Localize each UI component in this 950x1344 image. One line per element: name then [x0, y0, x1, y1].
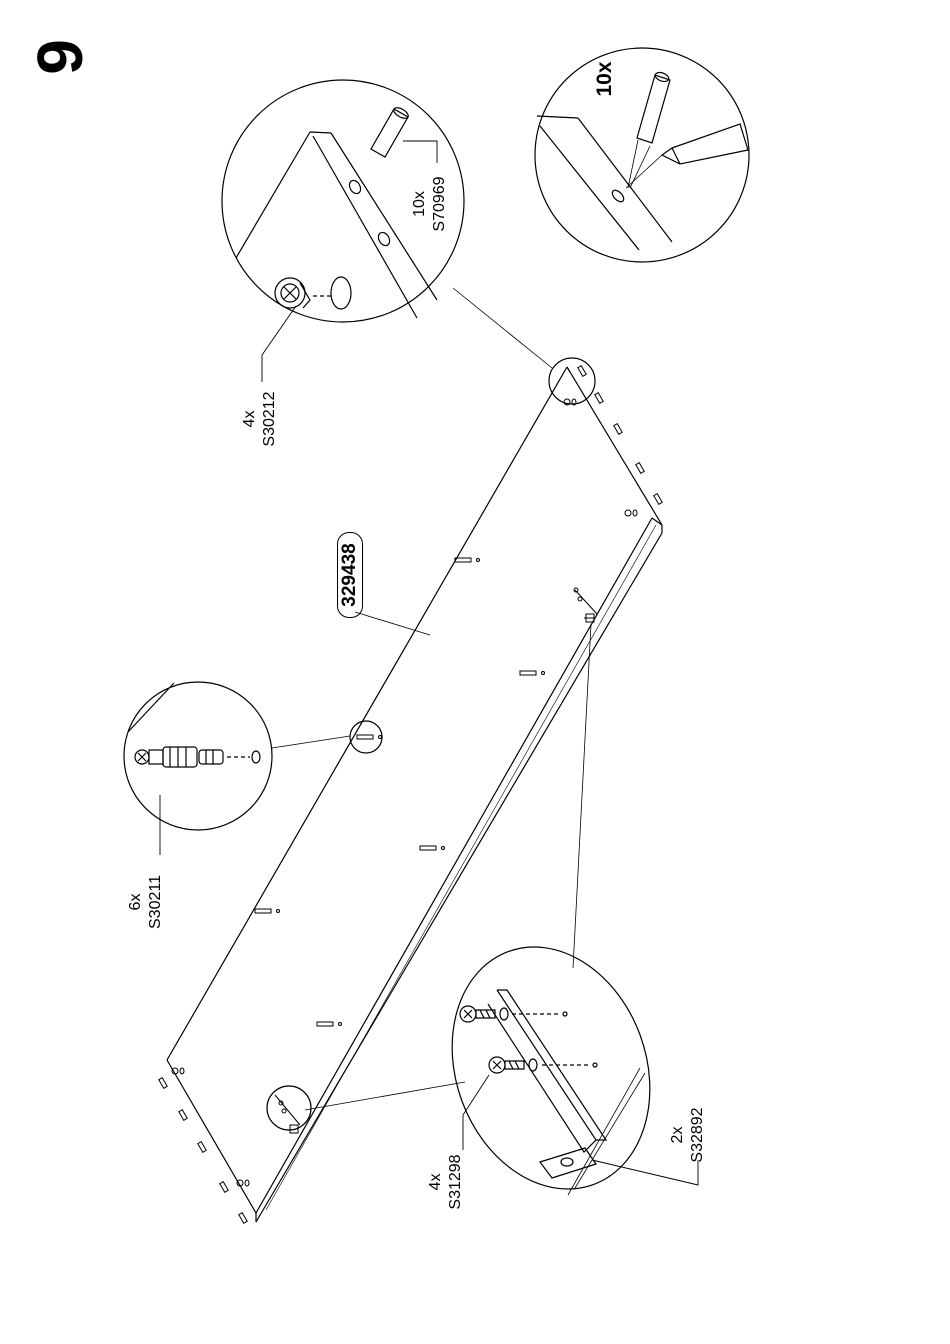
part-qty: 4x: [240, 411, 260, 428]
step-number: 9: [25, 22, 95, 92]
part-label-s70969: 10x S70969: [408, 144, 452, 264]
panel-329438: [167, 367, 662, 1222]
detail-marker-middle: [350, 721, 382, 753]
cam-screw-s30211: [135, 747, 260, 767]
dowel-being-glued: [628, 71, 670, 188]
cam-screws-on-panel: [255, 558, 545, 1026]
dowel-s70969: [371, 106, 410, 157]
dowels-left-edge: [159, 1068, 249, 1223]
glue-tube: [626, 124, 748, 188]
part-code: S30211: [146, 875, 166, 929]
detail-marker-top: [549, 358, 595, 404]
part-label-s32892: 2x S32892: [666, 1075, 710, 1195]
bracket-top-small: [574, 588, 597, 622]
part-qty: 10x: [410, 191, 430, 217]
part-code: S31298: [446, 1154, 466, 1209]
panel-part-number: 329438: [337, 532, 363, 618]
glue-count: 10x: [592, 54, 618, 104]
part-label-s30211: 6x S30211: [124, 842, 168, 962]
screw-s31298-a: [460, 1006, 567, 1022]
part-code: S32892: [688, 1107, 708, 1162]
part-code: S30212: [260, 391, 280, 446]
part-qty: 2x: [668, 1127, 688, 1144]
dowels-right-edge: [564, 366, 662, 516]
part-label-s30212: 4x S30212: [238, 359, 282, 479]
part-qty: 4x: [426, 1174, 446, 1191]
part-qty: 6x: [126, 894, 146, 911]
part-code: S70969: [430, 176, 450, 231]
cam-lock-s30212: [275, 277, 351, 309]
part-label-s31298: 4x S31298: [424, 1122, 468, 1242]
label-leaders: [160, 141, 698, 1185]
magnifier-glue-detail: [535, 48, 749, 262]
magnifier-cam-screw-detail: [124, 682, 272, 830]
detail-marker-bottom: [267, 1086, 311, 1130]
